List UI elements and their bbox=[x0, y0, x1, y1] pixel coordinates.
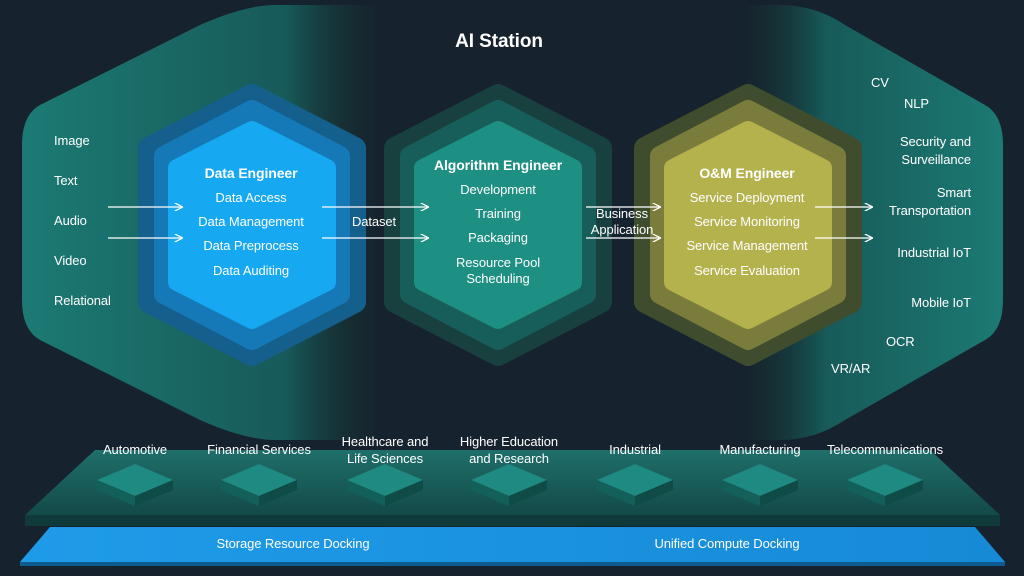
dataset-label: Dataset bbox=[351, 214, 397, 229]
output-industrial-iot: Industrial IoT bbox=[897, 245, 971, 260]
storage-docking-label: Storage Resource Docking bbox=[216, 536, 370, 551]
algorithm-engineer-title: Algorithm Engineer bbox=[433, 157, 563, 173]
industry-label: and Research bbox=[469, 451, 549, 466]
data-engineer-title: Data Engineer bbox=[204, 165, 298, 181]
om-engineer-hexagon bbox=[634, 84, 862, 366]
industry-tile bbox=[597, 464, 673, 506]
industry-label: Manufacturing bbox=[719, 442, 801, 457]
input-text: Text bbox=[54, 173, 78, 188]
om-engineer-title: O&M Engineer bbox=[699, 165, 795, 181]
data-auditing: Data Auditing bbox=[212, 263, 290, 278]
input-video: Video bbox=[54, 253, 87, 268]
page-title: AI Station bbox=[455, 31, 543, 52]
data-preprocess: Data Preprocess bbox=[203, 238, 299, 253]
output-security: Security and bbox=[899, 134, 971, 149]
industry-tile bbox=[847, 464, 923, 506]
output-smart: Smart bbox=[936, 185, 971, 200]
data-management: Data Management bbox=[198, 214, 304, 229]
industry-tile bbox=[221, 464, 297, 506]
industry-label: Financial Services bbox=[207, 442, 311, 457]
service-monitoring: Service Monitoring bbox=[694, 214, 800, 229]
application-label: Application bbox=[590, 222, 654, 237]
input-relational: Relational bbox=[54, 293, 111, 308]
business-label: Business bbox=[596, 206, 648, 221]
industry-label: Healthcare and bbox=[341, 434, 429, 449]
industry-label: Higher Education bbox=[459, 434, 559, 449]
output-nlp: NLP bbox=[904, 96, 929, 111]
industry-tile bbox=[97, 464, 173, 506]
data-engineer-hexagon bbox=[138, 84, 366, 366]
industry-label: Telecommunications bbox=[827, 442, 943, 457]
training: Training bbox=[475, 206, 521, 221]
output-surveillance: Surveillance bbox=[901, 152, 971, 167]
industry-tile bbox=[471, 464, 547, 506]
data-access: Data Access bbox=[215, 190, 287, 205]
industry-label: Industrial bbox=[609, 442, 661, 457]
output-ocr: OCR bbox=[886, 334, 915, 349]
output-cv: CV bbox=[871, 75, 889, 90]
docking-bar bbox=[20, 527, 1005, 566]
output-transportation: Transportation bbox=[889, 203, 971, 218]
input-audio: Audio bbox=[54, 213, 87, 228]
packaging: Packaging bbox=[468, 230, 528, 245]
output-vrar: VR/AR bbox=[831, 361, 871, 376]
service-deployment: Service Deployment bbox=[689, 190, 805, 205]
industry-label: Life Sciences bbox=[346, 451, 424, 466]
resource-pool: Resource Pool bbox=[456, 255, 540, 270]
algorithm-engineer-hexagon bbox=[384, 84, 612, 366]
industry-tile bbox=[722, 464, 798, 506]
service-management: Service Management bbox=[686, 238, 808, 253]
development: Development bbox=[460, 182, 536, 197]
input-image: Image bbox=[54, 133, 90, 148]
industry-label: Automotive bbox=[102, 442, 168, 457]
industry-tile bbox=[347, 464, 423, 506]
service-evaluation: Service Evaluation bbox=[694, 263, 800, 278]
scheduling: Scheduling bbox=[466, 271, 530, 286]
industry-tiles bbox=[97, 464, 923, 506]
output-mobile-iot: Mobile IoT bbox=[911, 295, 971, 310]
compute-docking-label: Unified Compute Docking bbox=[654, 536, 800, 551]
flow-arrows bbox=[108, 207, 872, 238]
